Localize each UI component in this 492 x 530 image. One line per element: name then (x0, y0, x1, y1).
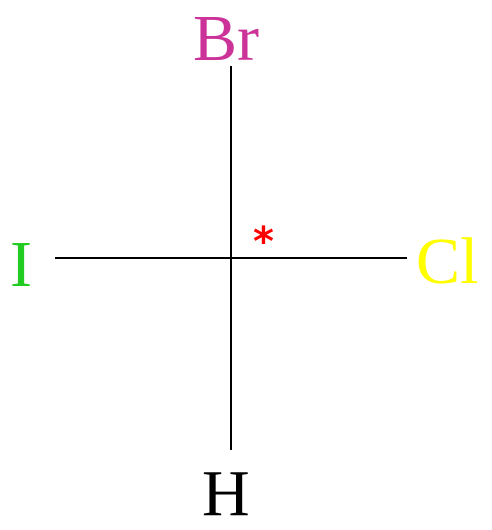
atom-iodine: I (10, 228, 32, 301)
atom-bromine: Br (193, 2, 259, 75)
stereocenter-asterisk: * (253, 219, 274, 265)
atom-chlorine: Cl (416, 225, 479, 298)
atom-hydrogen: H (202, 457, 250, 530)
